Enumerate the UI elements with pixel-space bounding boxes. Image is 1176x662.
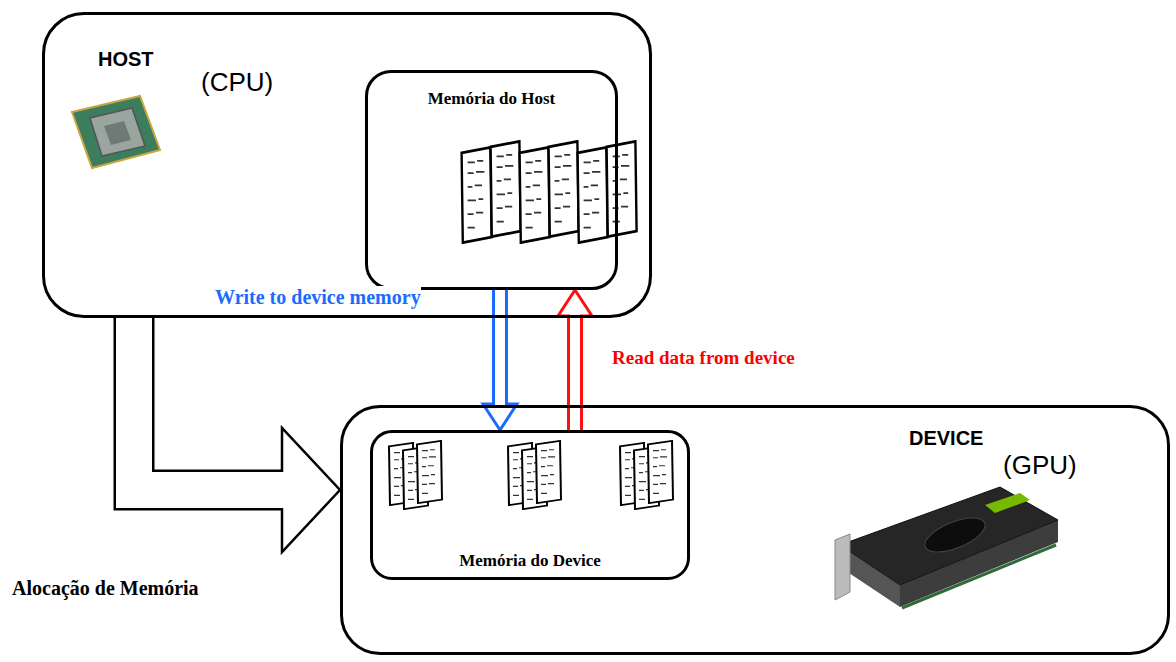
document-page xyxy=(607,141,637,236)
arrow-fill xyxy=(134,318,286,490)
document-page xyxy=(549,141,579,236)
cpu-die xyxy=(104,121,131,145)
memory-title: Memória do Host xyxy=(428,89,555,108)
hollow-arrow xyxy=(483,290,517,430)
memory-box: Memória do Host xyxy=(365,70,618,290)
gpu-fan xyxy=(920,511,989,559)
arrow-outline xyxy=(134,318,282,490)
cpu-board xyxy=(72,96,160,168)
document-page xyxy=(648,441,673,503)
gpu-accent xyxy=(985,493,1030,513)
arrow-fill xyxy=(495,290,505,408)
hollow-arrow xyxy=(558,290,592,430)
arrow-label: Read data from device xyxy=(612,347,795,368)
document-page xyxy=(491,141,521,236)
document-page xyxy=(578,147,608,242)
document-page xyxy=(462,147,492,242)
arrow-label: Alocação de Memória xyxy=(12,577,199,599)
box-title: DEVICE xyxy=(909,427,983,449)
gpu-pcb-edge xyxy=(902,545,1056,608)
gpu-shroud xyxy=(840,487,1058,585)
memory-box: Memória do Device xyxy=(370,430,690,580)
cpu-icon xyxy=(72,96,160,168)
hollow-arrow xyxy=(134,318,340,552)
device-documents xyxy=(389,441,673,509)
host-box: HOST (CPU) Memória do Host xyxy=(42,12,652,318)
document-page xyxy=(536,441,561,503)
device-box: DEVICE (GPU) Memória do Device xyxy=(340,405,1170,655)
arrow-label: Write to device memory xyxy=(215,286,421,308)
memory-title: Memória do Device xyxy=(459,551,601,570)
host-documents xyxy=(462,141,637,242)
cpu-lid xyxy=(90,108,145,156)
document-page xyxy=(520,147,550,242)
arrow-fill xyxy=(570,312,580,430)
box-subtitle: (CPU) xyxy=(201,67,273,97)
arrow-head xyxy=(282,428,340,552)
gpu-bracket xyxy=(835,534,850,600)
document-page xyxy=(417,441,442,503)
gpu-icon xyxy=(835,487,1058,608)
box-subtitle: (GPU) xyxy=(1003,450,1077,480)
box-title: HOST xyxy=(98,48,154,70)
